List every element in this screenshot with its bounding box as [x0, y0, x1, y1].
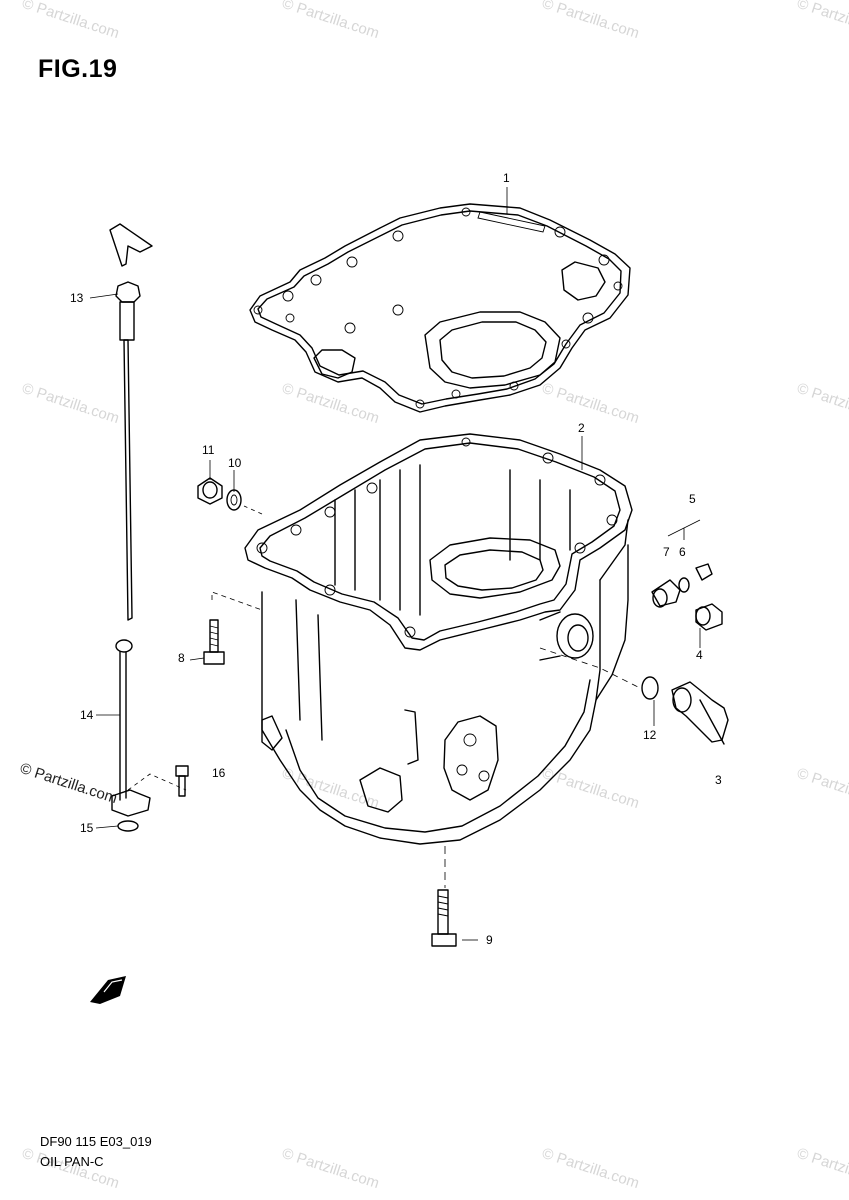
callout-8: 8 [178, 651, 185, 665]
callout-4: 4 [696, 648, 703, 662]
diagram-subtitle: OIL PAN-C [40, 1154, 104, 1169]
diagram-code: DF90 115 E03_019 [40, 1134, 152, 1149]
callout-13: 13 [70, 291, 84, 305]
plug [695, 603, 723, 631]
figure-title: FIG.19 [38, 55, 118, 83]
callout-10: 10 [228, 456, 242, 470]
bolt-8 [203, 619, 225, 665]
dipstick [109, 223, 153, 621]
union-fitting [651, 563, 713, 608]
gasket [249, 203, 631, 413]
leader-lines [89, 187, 701, 941]
callout-12: 12 [643, 728, 657, 742]
callout-16: 16 [212, 766, 226, 780]
oil-pan [244, 433, 633, 845]
callout-14: 14 [80, 708, 94, 722]
callout-11: 11 [202, 443, 215, 457]
callout-5: 5 [689, 492, 696, 506]
dipstick-guide [111, 639, 151, 832]
callout-3: 3 [715, 773, 722, 787]
callout-2: 2 [578, 421, 585, 435]
bolt-9 [431, 889, 457, 947]
drain-plug [671, 681, 729, 745]
callout-9: 9 [486, 933, 493, 947]
callout-15: 15 [80, 821, 94, 835]
bolt-16 [175, 765, 189, 797]
callout-7: 7 [663, 545, 670, 559]
callout-1: 1 [503, 171, 510, 185]
callout-6: 6 [679, 545, 686, 559]
front-arrow-icon [90, 976, 126, 1004]
plug-and-washer [197, 477, 242, 511]
drain-gasket [641, 676, 659, 700]
